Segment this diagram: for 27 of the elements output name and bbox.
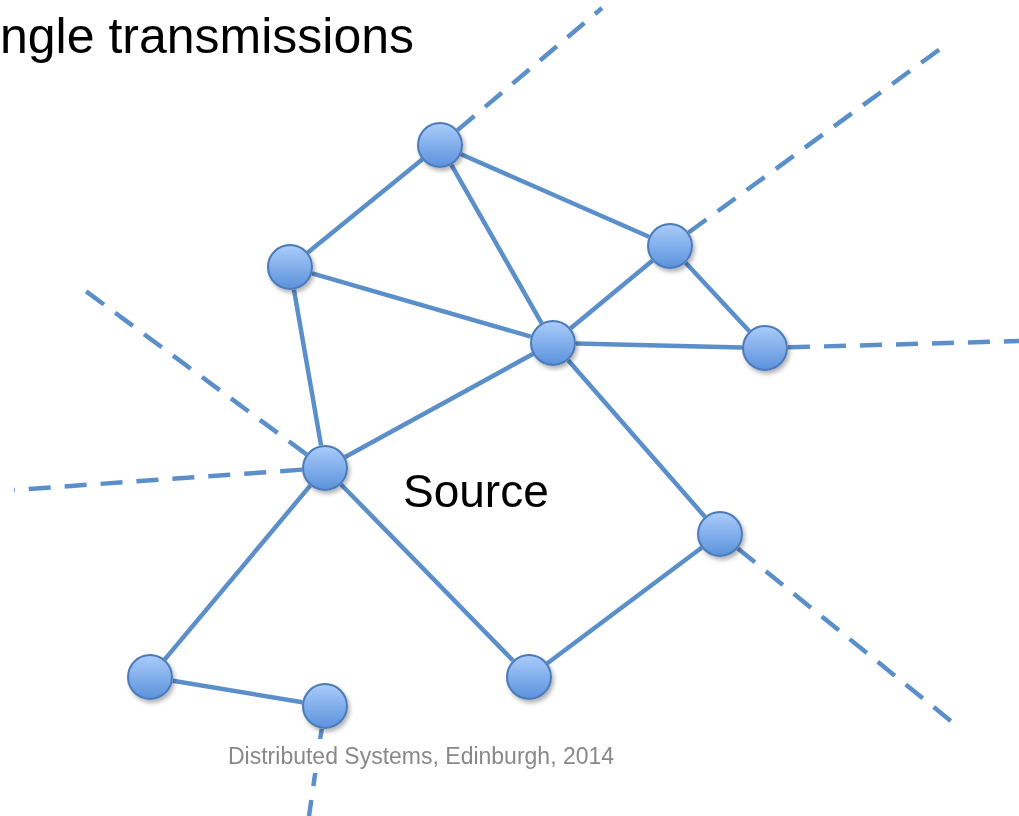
link-line [569,258,654,331]
link-line [546,546,703,665]
network-node [302,445,348,491]
network-node [647,223,693,269]
network-node [530,320,576,366]
dashed-link [456,6,604,132]
dashed-link [787,338,1019,350]
network-node [742,325,788,371]
slide-title: ngle transmissions [0,7,415,66]
network-node [302,683,348,729]
footer-text: Distributed Systems, Edinburgh, 2014 [228,739,615,773]
dashed-link [13,467,303,493]
network-node [506,654,552,700]
link-line [291,289,324,446]
network-node [417,122,463,168]
link-line [163,484,312,661]
link-line [575,341,743,350]
link-line [339,482,515,663]
network-node [267,244,313,290]
network-node [697,511,743,557]
link-line [306,157,424,255]
source-label: Source [403,464,549,519]
network-node [127,654,173,700]
link-line [344,352,534,459]
link-line [172,678,303,705]
link-line [566,358,707,519]
link-line [684,261,751,333]
